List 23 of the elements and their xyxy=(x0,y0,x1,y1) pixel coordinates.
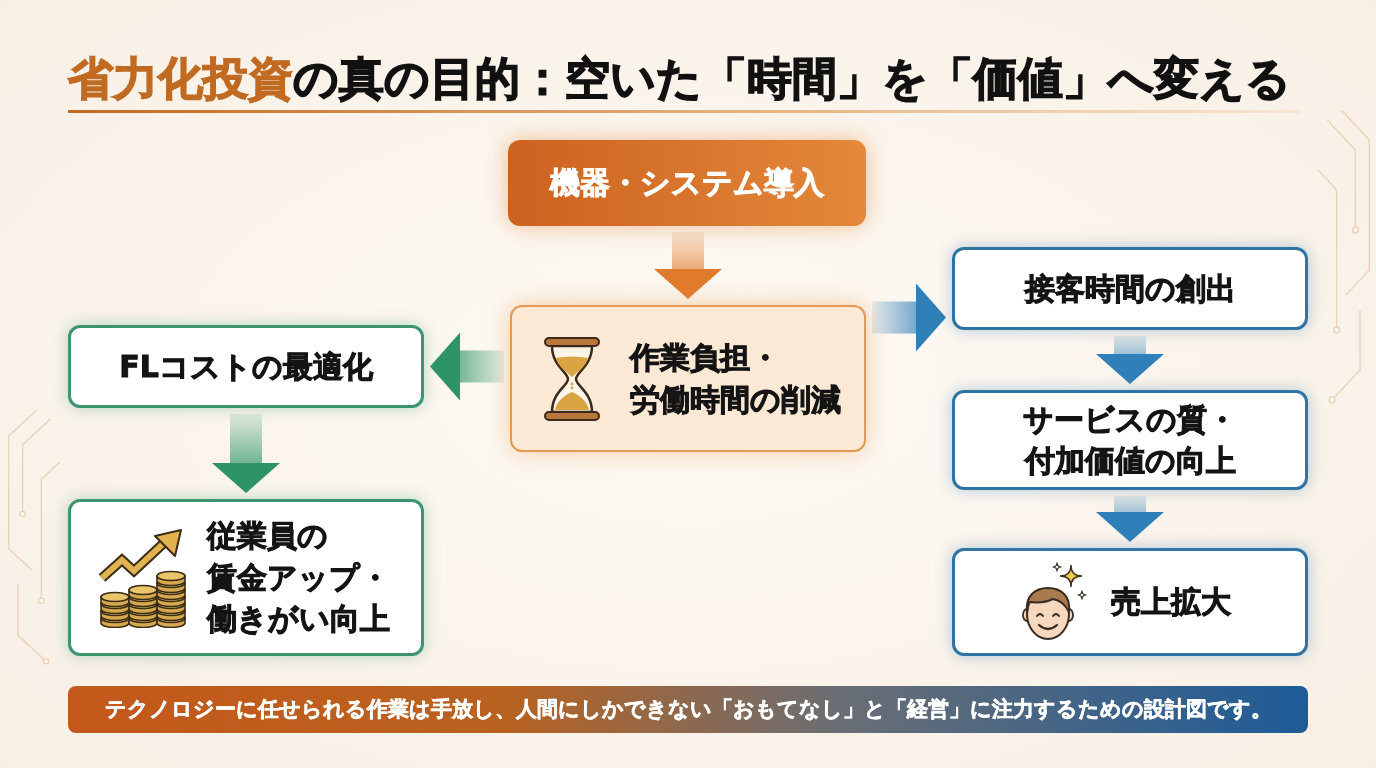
step-label: 売上拡大 xyxy=(1111,583,1231,622)
process-box xyxy=(952,548,1308,656)
step-label: 作業負担・労働時間の削減 xyxy=(630,339,842,419)
process-box xyxy=(68,499,424,656)
process-box xyxy=(68,325,424,408)
step-label: 機器・システム導入 xyxy=(550,163,824,202)
process-box xyxy=(952,247,1308,330)
block-arrow xyxy=(872,283,946,352)
block-arrow xyxy=(212,414,280,493)
step-label: 接客時間の創出 xyxy=(1024,269,1236,308)
block-arrow xyxy=(654,232,722,299)
block-arrow xyxy=(430,332,504,401)
block-arrow xyxy=(1096,336,1164,384)
step-label: 従業員の賃金アップ・働きがい向上 xyxy=(207,517,391,639)
summary-text: テクノロジーに任せられる作業は手放し、人間にしかできない「おもてなし」と「経営」に注力するための設計図です。 xyxy=(104,699,1272,720)
process-box xyxy=(952,390,1308,490)
block-arrow xyxy=(1096,496,1164,542)
summary-banner xyxy=(68,686,1308,733)
process-box xyxy=(510,305,866,452)
step-label: サービスの質・付加価値の向上 xyxy=(1022,400,1238,480)
step-label: FLコストの最適化 xyxy=(119,347,373,386)
title: 省力化投資の真の目的：空いた「時間」を「価値」へ変える xyxy=(68,56,1291,101)
process-box xyxy=(508,140,866,226)
